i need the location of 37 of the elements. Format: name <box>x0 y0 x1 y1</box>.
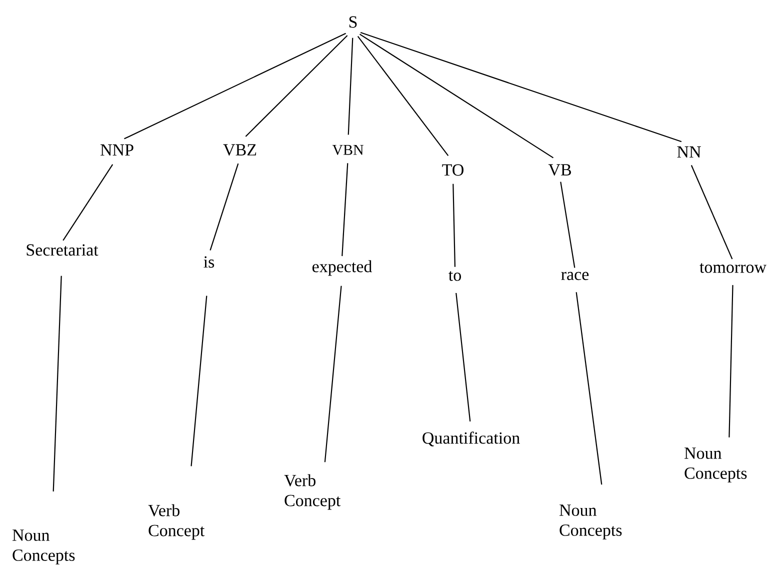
tree-label: TO <box>442 164 464 176</box>
tree-label: to <box>448 271 461 281</box>
tree-branch <box>62 164 114 241</box>
tree-branch <box>728 285 734 438</box>
tree-branch <box>348 38 354 135</box>
tree-label: Verb Concept <box>148 504 205 540</box>
tree-branch <box>360 32 682 142</box>
tree-branch <box>52 276 62 492</box>
tree-label: Quantification <box>422 432 520 446</box>
tree-label: is <box>204 256 214 268</box>
tree-label: tomorrow <box>700 263 766 273</box>
tree-label: VB <box>548 164 571 176</box>
tree-label: S <box>349 16 357 28</box>
tree-branch <box>210 163 239 250</box>
tree-branch <box>324 286 342 462</box>
tree-label: Noun Concepts <box>560 504 622 540</box>
tree-label: VBN <box>332 144 364 156</box>
tree-label: NN <box>677 146 701 158</box>
tree-branch <box>690 165 733 260</box>
tree-branch <box>342 163 348 256</box>
tree-branch <box>359 34 554 158</box>
tree-branch <box>124 32 346 140</box>
tree-branch <box>576 292 602 485</box>
tree-branch <box>357 36 449 156</box>
tree-label: Noun Concepts <box>684 448 747 482</box>
tree-branch <box>560 182 576 268</box>
tree-label: Secretariat <box>26 244 98 256</box>
tree-branch <box>190 296 208 466</box>
tree-label: VBZ <box>223 144 256 156</box>
tree-label: Verb Concept <box>284 474 341 510</box>
tree-branch <box>452 184 456 267</box>
tree-label: Noun Concepts <box>12 530 75 564</box>
tree-branch <box>456 292 471 422</box>
tree-label: race <box>561 272 589 280</box>
tree-label: NNP <box>100 144 134 156</box>
tree-branch <box>245 35 348 137</box>
tree-label: expected <box>312 260 372 276</box>
